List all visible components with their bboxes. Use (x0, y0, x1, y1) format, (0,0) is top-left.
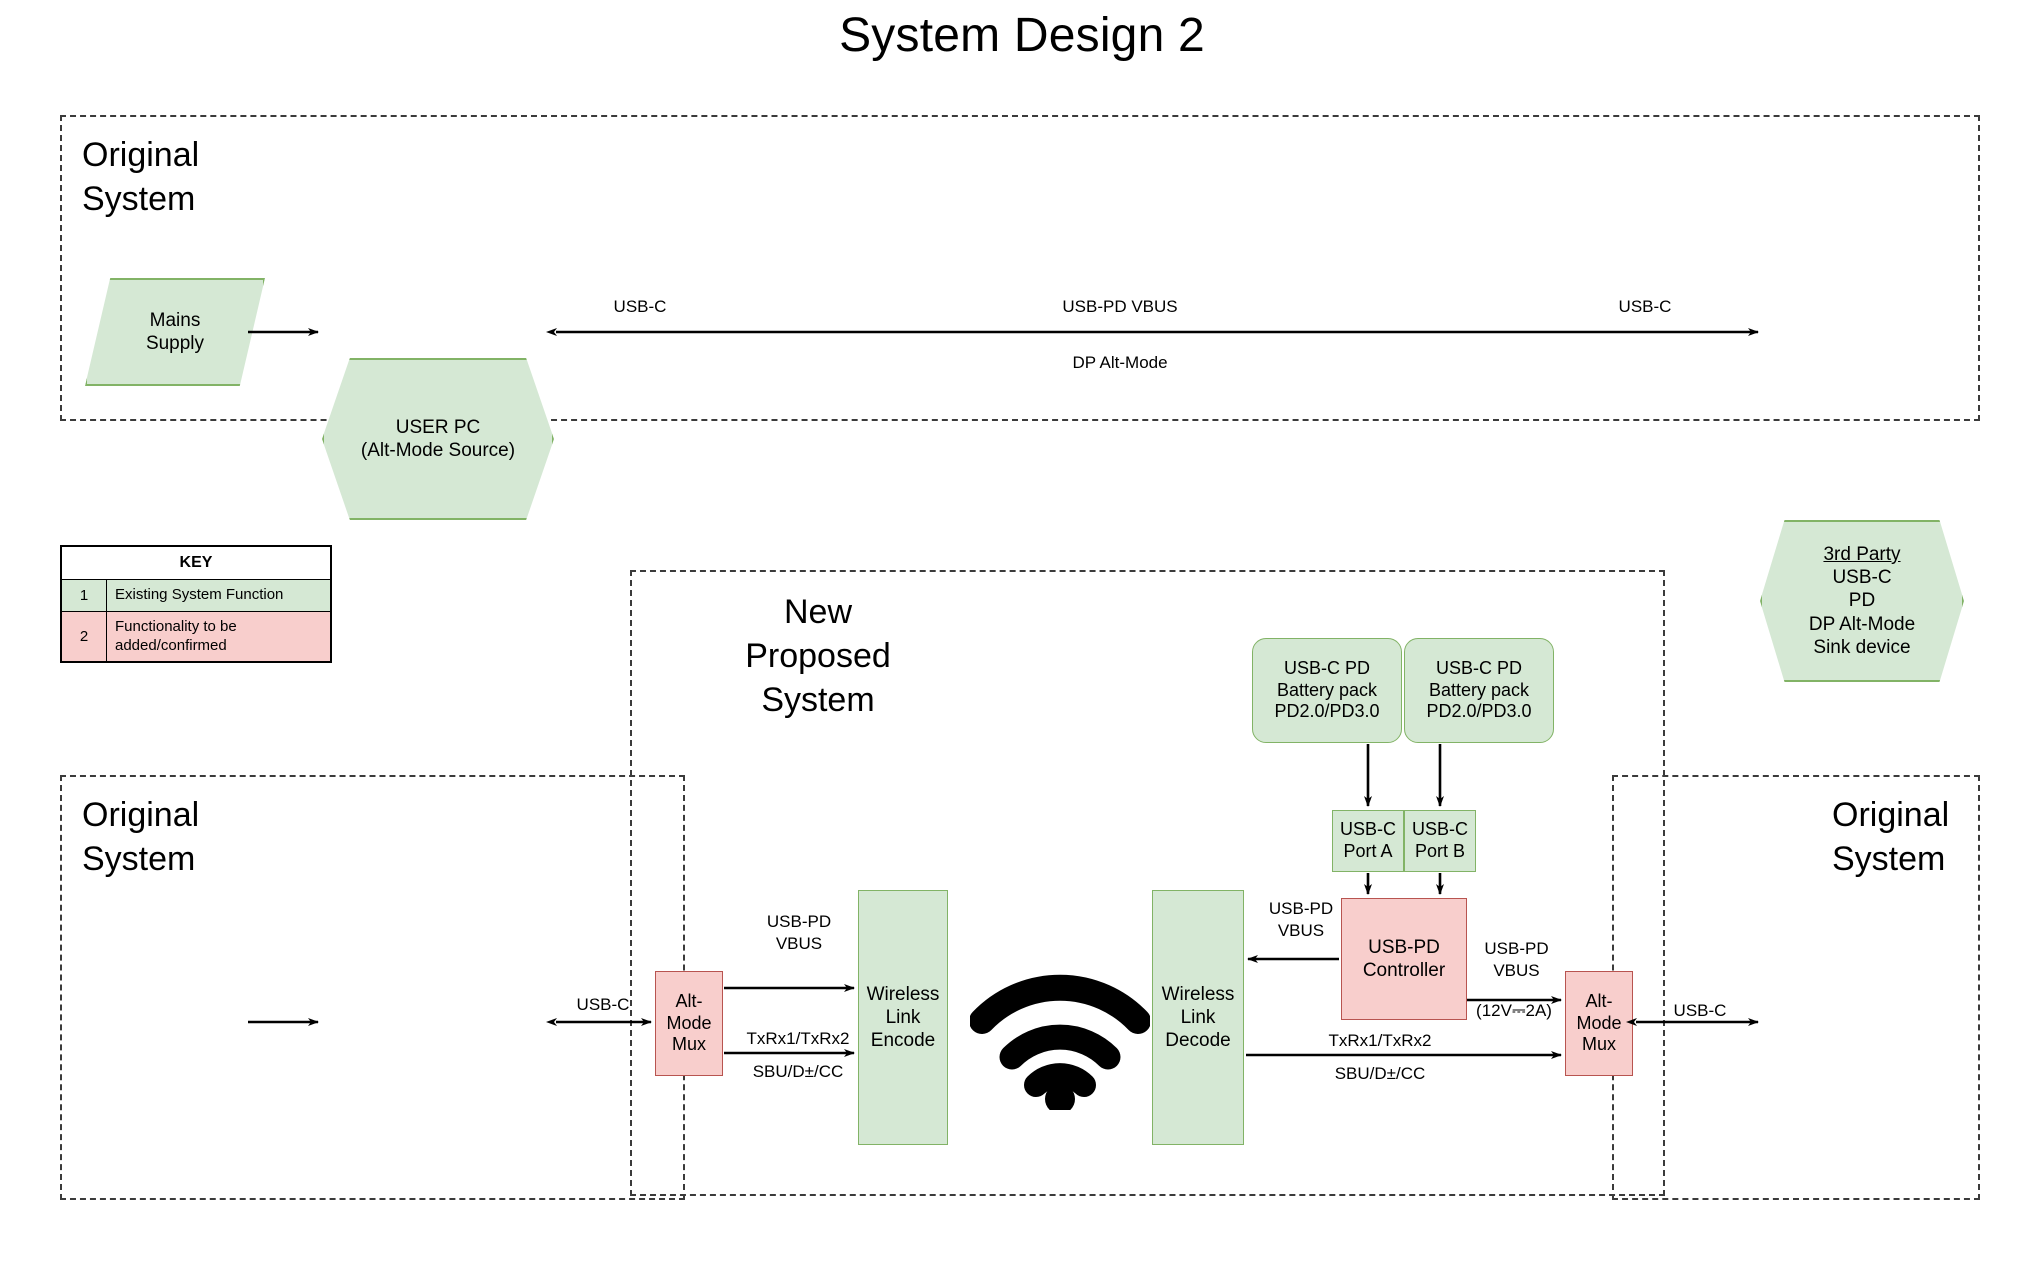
key-row-number: 2 (62, 611, 107, 662)
group-box-original-system-top (60, 115, 1980, 421)
key-row-new: 2 Functionality to be added/confirmed (62, 610, 330, 662)
edge-label-usbpd-vbus-top: USB-PD VBUS (1062, 297, 1178, 316)
node-user-pc-top: USER PC (Alt-Mode Source) (322, 358, 554, 520)
node-label: USER PC (Alt-Mode Source) (360, 416, 516, 461)
key-row-existing: 1 Existing System Function (62, 579, 330, 611)
edge-label-dp-altmode-top: DP Alt-Mode (1072, 353, 1168, 372)
edge-label-usbpd-vbus-to-mux: USB-PD VBUS (1484, 939, 1549, 980)
node-alt-mode-mux-left: Alt- Mode Mux (655, 971, 723, 1076)
node-wireless-link-encode: Wireless Link Encode (858, 890, 948, 1145)
edge-label-usbc-mux-to-sink: USB-C (1673, 1001, 1727, 1020)
node-battery-pack-a: USB-C PD Battery pack PD2.0/PD3.0 (1252, 638, 1402, 743)
node-battery-pack-b: USB-C PD Battery pack PD2.0/PD3.0 (1404, 638, 1554, 743)
edge-label-sbu-encode: SBU/D±/CC (752, 1062, 844, 1081)
node-usbc-port-a: USB-C Port A (1332, 810, 1404, 872)
node-mains-supply-top: Mains Supply (85, 278, 265, 386)
node-third-party-sink-top: 3rd Party USB-C PD DP Alt-Mode Sink devi… (1760, 520, 1964, 682)
wifi-icon (969, 955, 1151, 1114)
node-label: USB-C PD DP Alt-Mode Sink device (1808, 567, 1916, 658)
group-box-new-proposed-system (630, 570, 1665, 1196)
group-label-original-system-bottom-right: Original System (1832, 796, 1950, 878)
edge-label-usbpd-vbus-encode: USB-PD VBUS (766, 912, 832, 953)
key-legend: KEY 1 Existing System Function 2 Functio… (60, 545, 332, 664)
node-title: 3rd Party (1823, 544, 1901, 566)
key-row-label: Functionality to be added/confirmed (115, 617, 237, 654)
edge-label-usbc-pc-to-mux: USB-C (576, 995, 630, 1014)
edge-label-voltage: (12V⎓2A) (1476, 1001, 1552, 1020)
edge-label-usbc-left-top: USB-C (613, 297, 667, 316)
node-usb-pd-controller: USB-PD Controller (1341, 898, 1467, 1020)
node-alt-mode-mux-right: Alt- Mode Mux (1565, 971, 1633, 1076)
edge-label-usbc-right-top: USB-C (1618, 297, 1672, 316)
page-title: System Design 2 (839, 9, 1205, 62)
group-label-original-system-bottom-left: Original System (82, 796, 200, 878)
key-header-label: KEY (62, 547, 330, 579)
key-header-row: KEY (62, 547, 330, 579)
edge-label-usbpd-vbus-to-decode: USB-PD VBUS (1268, 899, 1334, 940)
edge-label-txrx-encode: TxRx1/TxRx2 (746, 1029, 850, 1048)
key-row-label: Existing System Function (115, 586, 284, 603)
group-label-new-proposed-system: New Proposed System (745, 593, 891, 719)
group-label-original-system-top: Original System (82, 136, 200, 218)
node-label: Mains Supply (145, 309, 205, 354)
edge-label-txrx-decode: TxRx1/TxRx2 (1328, 1031, 1432, 1050)
edge-label-sbu-decode: SBU/D±/CC (1334, 1064, 1426, 1083)
key-row-number: 1 (62, 580, 107, 611)
node-wireless-link-decode: Wireless Link Decode (1152, 890, 1244, 1145)
node-usbc-port-b: USB-C Port B (1404, 810, 1476, 872)
